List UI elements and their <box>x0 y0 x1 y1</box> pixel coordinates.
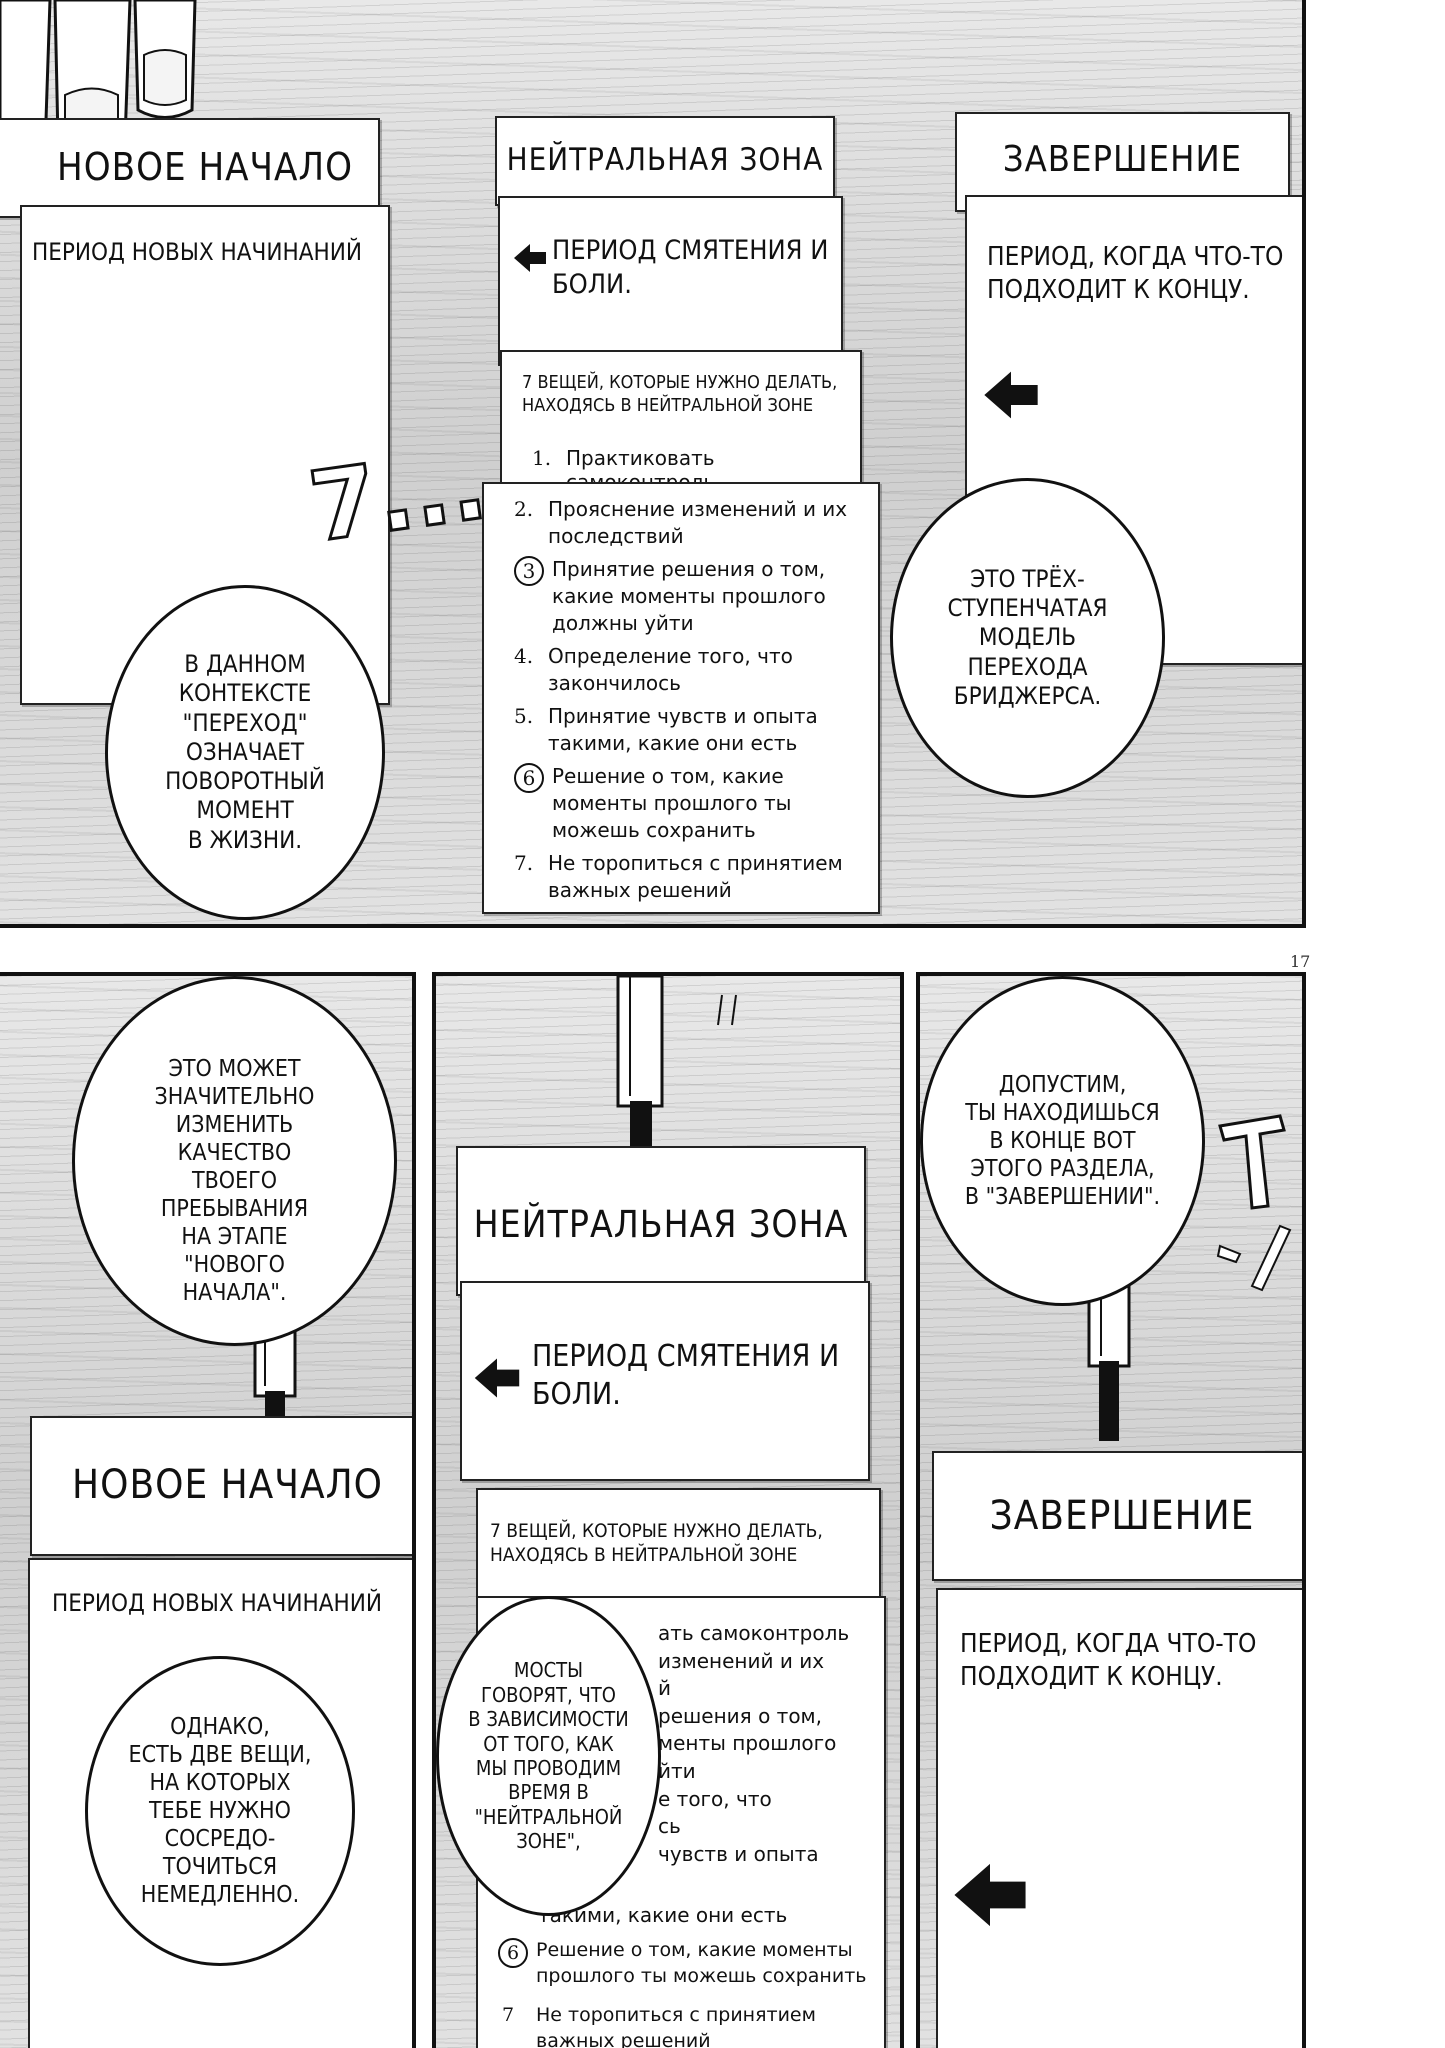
speech-text: В ДАННОМ КОНТЕКСТЕ "ПЕРЕХОД" ОЗНАЧАЕТ ПО… <box>165 650 325 854</box>
card-text: ПЕРИОД НОВЫХ НАЧИНАНИЙ <box>32 238 363 266</box>
card-neutral-zone-body: ПЕРИОД СМЯТЕНИЯ И БОЛИ. <box>460 1281 870 1481</box>
item-number: 7. <box>514 851 534 875</box>
speech-text: ЭТО ТРЁХ- СТУПЕНЧАТАЯ МОДЕЛЬ ПЕРЕХОДА БР… <box>947 564 1108 710</box>
arrow-left-icon <box>954 1863 1026 1927</box>
item-number: 5. <box>514 704 534 728</box>
list-item: 4. Определение того, что закончилось <box>514 643 869 697</box>
list-card: 7 ВЕЩЕЙ, КОТОРЫЕ НУЖНО ДЕЛАТЬ, НАХОДЯСЬ … <box>476 1488 881 1608</box>
card-title: НОВОЕ НАЧАЛО <box>57 145 353 189</box>
list-card-continued: 2.Прояснение изменений и их последствий … <box>482 482 880 914</box>
speech-bubble: ЭТО МОЖЕТ ЗНАЧИТЕЛЬНО ИЗМЕНИТЬ КАЧЕСТВО … <box>72 976 397 1346</box>
list-line: решения о том, <box>658 1703 822 1728</box>
item-number: 4. <box>514 644 534 668</box>
arrow-left-icon <box>474 1358 520 1398</box>
card-ending-title: ЗАВЕРШЕНИЕ <box>932 1451 1302 1581</box>
bottom-right-panel: ДОПУСТИМ, ТЫ НАХОДИШЬСЯ В КОНЦЕ ВОТ ЭТОГ… <box>916 972 1306 2048</box>
list-item: 7 Не торопиться с принятием важных решен… <box>502 2003 882 2048</box>
speech-bubble: ОДНАКО, ЕСТЬ ДВЕ ВЕЩИ, НА КОТОРЫХ ТЕБЕ Н… <box>85 1656 355 1966</box>
list-heading: 7 ВЕЩЕЙ, КОТОРЫЕ НУЖНО ДЕЛАТЬ, НАХОДЯСЬ … <box>522 372 838 416</box>
card-text: ПЕРИОД НОВЫХ НАЧИНАНИЙ <box>52 1589 383 1617</box>
speech-text: МОСТЫ ГОВОРЯТ, ЧТО В ЗАВИСИМОСТИ ОТ ТОГО… <box>468 1658 629 1854</box>
item-number: 2. <box>514 497 534 521</box>
list-heading: 7 ВЕЩЕЙ, КОТОРЫЕ НУЖНО ДЕЛАТЬ, НАХОДЯСЬ … <box>490 1520 823 1566</box>
item-text: Определение того, что закончилось <box>548 644 793 695</box>
card-text: ПЕРИОД, КОГДА ЧТО-ТО ПОДХОДИТ К КОНЦУ. <box>960 1629 1257 1692</box>
list-line: й <box>658 1676 671 1701</box>
arrow-left-icon <box>984 371 1038 419</box>
speech-bubble: МОСТЫ ГОВОРЯТ, ЧТО В ЗАВИСИМОСТИ ОТ ТОГО… <box>436 1596 661 1916</box>
card-title: НОВОЕ НАЧАЛО <box>72 1462 383 1508</box>
item-text: Решение о том, какие моменты прошлого ты… <box>552 764 792 842</box>
list-line: изменений и их <box>658 1648 825 1673</box>
card-new-beginning-title: НОВОЕ НАЧАЛО <box>0 118 380 218</box>
speech-text: ДОПУСТИМ, ТЫ НАХОДИШЬСЯ В КОНЦЕ ВОТ ЭТОГ… <box>964 1071 1161 1211</box>
list-line: е того, что <box>658 1786 772 1811</box>
list-line: чувств и опыта <box>658 1841 819 1866</box>
top-panel: НОВОЕ НАЧАЛО ПЕРИОД НОВЫХ НАЧИНАНИЙ НЕЙТ… <box>0 0 1306 928</box>
speech-text: ЭТО МОЖЕТ ЗНАЧИТЕЛЬНО ИЗМЕНИТЬ КАЧЕСТВО … <box>154 1055 315 1307</box>
card-neutral-zone-body: ПЕРИОД СМЯТЕНИЯ И БОЛИ. <box>498 196 843 366</box>
list-item: 6 Решение о том, какие моменты прошлого т… <box>514 763 869 844</box>
card-title: ЗАВЕРШЕНИЕ <box>1002 139 1243 180</box>
page-number: 17 <box>1290 952 1311 971</box>
item-text: Принятие решения о том, какие моменты пр… <box>552 557 826 635</box>
list-line: ать самоконтроль <box>658 1621 850 1645</box>
list-items: 2.Прояснение изменений и их последствий … <box>514 496 869 910</box>
card-text: ПЕРИОД СМЯТЕНИЯ И БОЛИ. <box>532 1339 840 1412</box>
card-new-beginning-title: НОВОЕ НАЧАЛО <box>30 1416 412 1556</box>
item-number: 6 <box>498 1938 528 1968</box>
speech-text: ОДНАКО, ЕСТЬ ДВЕ ВЕЩИ, НА КОТОРЫХ ТЕБЕ Н… <box>128 1713 312 1909</box>
item-text: Принятие чувств и опыта такими, какие он… <box>548 704 818 755</box>
list-item: 6 Решение о том, какие моменты прошлого … <box>498 1938 878 1989</box>
item-text: Решение о том, какие моменты прошлого ты… <box>536 1939 867 1987</box>
speech-bubble: ЭТО ТРЁХ- СТУПЕНЧАТАЯ МОДЕЛЬ ПЕРЕХОДА БР… <box>890 478 1165 798</box>
card-neutral-zone-title: НЕЙТРАЛЬНАЯ ЗОНА <box>495 116 835 206</box>
item-number: 6 <box>514 763 544 793</box>
list-item: 2. Прояснение изменений и их последствий <box>514 496 869 550</box>
card-title: НЕЙТРАЛЬНАЯ ЗОНА <box>506 142 824 178</box>
arrow-left-icon <box>514 244 546 272</box>
card-neutral-zone-title: НЕЙТРАЛЬНАЯ ЗОНА <box>456 1146 866 1296</box>
item-number: 7 <box>502 2004 515 2026</box>
item-number: 1. <box>532 446 552 470</box>
sfx-lines <box>717 994 737 1026</box>
list-item: 5. Принятие чувств и опыта такими, какие … <box>514 703 869 757</box>
item-number: 3 <box>514 556 544 586</box>
speech-bubble: В ДАННОМ КОНТЕКСТЕ "ПЕРЕХОД" ОЗНАЧАЕТ ПО… <box>105 585 385 920</box>
item-text: Не торопиться с принятием важных решений <box>536 2004 816 2048</box>
card-text: ПЕРИОД СМЯТЕНИЯ И БОЛИ. <box>552 235 829 300</box>
card-title: НЕЙТРАЛЬНАЯ ЗОНА <box>473 1203 849 1246</box>
sfx-marks <box>1216 1114 1292 1292</box>
partial-list-lines: ать самоконтроль изменений и их й решени… <box>658 1620 878 1868</box>
list-item: 7. Не торопиться с принятием важных решен… <box>514 850 869 904</box>
list-card: 7 ВЕЩЕЙ, КОТОРЫЕ НУЖНО ДЕЛАТЬ, НАХОДЯСЬ … <box>500 350 862 494</box>
card-title: ЗАВЕРШЕНИЕ <box>989 1493 1255 1539</box>
list-item: 3 Принятие решения о том, какие моменты п… <box>514 556 869 637</box>
list-line: менты прошлого <box>658 1731 837 1756</box>
card-ending-body: ПЕРИОД, КОГДА ЧТО-ТО ПОДХОДИТ К КОНЦУ. <box>936 1588 1302 2048</box>
speech-bubble: ДОПУСТИМ, ТЫ НАХОДИШЬСЯ В КОНЦЕ ВОТ ЭТОГ… <box>920 976 1205 1306</box>
item-text: Не торопиться с принятием важных решений <box>548 851 843 902</box>
bottom-left-panel: ЭТО МОЖЕТ ЗНАЧИТЕЛЬНО ИЗМЕНИТЬ КАЧЕСТВО … <box>0 972 416 2048</box>
list-line: сь <box>658 1814 681 1839</box>
bottom-middle-panel: НЕЙТРАЛЬНАЯ ЗОНА ПЕРИОД СМЯТЕНИЯ И БОЛИ.… <box>432 972 904 2048</box>
list-line: йти <box>658 1758 696 1783</box>
item-text: Прояснение изменений и их последствий <box>548 497 848 548</box>
card-text: ПЕРИОД, КОГДА ЧТО-ТО ПОДХОДИТ К КОНЦУ. <box>987 242 1284 305</box>
